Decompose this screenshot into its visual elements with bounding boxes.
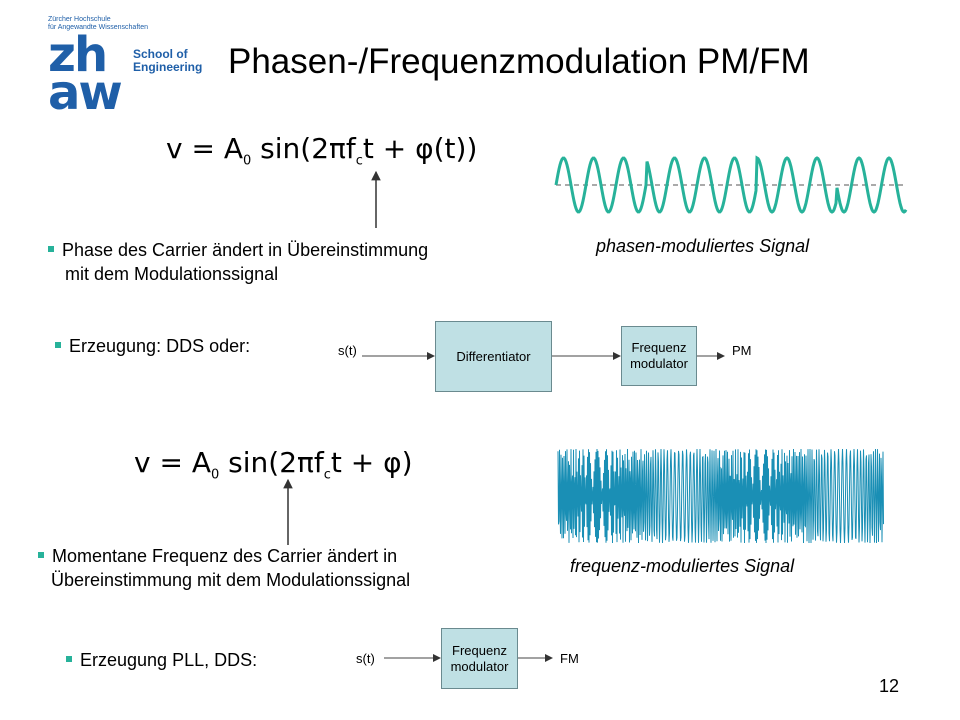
- pm-diagram-input: s(t): [338, 343, 357, 358]
- pm-formula-sub0: 0: [243, 153, 252, 169]
- page-title: Phasen-/Frequenzmodulation PM/FM: [228, 42, 810, 81]
- bullet-square-icon: [48, 246, 54, 253]
- logo-mark-bottom: aw: [48, 65, 123, 121]
- bullet-square-icon: [55, 342, 61, 349]
- fm-formula-rhs: t + φ): [330, 446, 413, 479]
- pm-bullet-line2: mit dem Modulationssignal: [65, 264, 279, 284]
- fm-formula-sub0: 0: [211, 467, 220, 483]
- differentiator-block: Differentiator: [435, 321, 552, 392]
- pm-bullet: Phase des Carrier ändert in Übereinstimm…: [48, 238, 428, 286]
- fm-generation-text: Erzeugung PLL, DDS:: [80, 650, 258, 670]
- pm-modulator-line1: Frequenz: [631, 340, 687, 355]
- logo-mark: zh aw: [48, 27, 123, 121]
- pm-frequency-modulator-block: Frequenz modulator: [621, 326, 697, 386]
- pm-diagram-output: PM: [732, 343, 752, 358]
- logo-institution-line2: für Angewandte Wissenschaften: [48, 24, 149, 31]
- page-number: 12: [879, 676, 900, 696]
- logo-institution-line1: Zürcher Hochschule: [48, 16, 111, 23]
- pm-formula-subc: c: [355, 153, 363, 169]
- fm-bullet-line2: Übereinstimmung mit dem Modulationssigna…: [51, 570, 411, 590]
- pm-formula-rhs: t + φ(t)): [362, 132, 478, 165]
- pm-formula-mid: sin(2πf: [251, 132, 356, 165]
- pm-signal-caption: phasen-moduliertes Signal: [596, 236, 810, 256]
- logo-institution: Zürcher Hochschule für Angewandte Wissen…: [48, 16, 148, 32]
- bullet-square-icon: [38, 552, 44, 559]
- pm-generation-text: Erzeugung: DDS oder:: [69, 336, 251, 356]
- fm-signal-wave: [557, 448, 884, 544]
- fm-formula-mid: sin(2πf: [219, 446, 324, 479]
- logo-school-line1: School of: [133, 47, 188, 61]
- logo-school: School of Engineering: [133, 48, 202, 74]
- fm-bullet: Momentane Frequenz des Carrier ändert in…: [38, 544, 410, 592]
- fm-diagram-input: s(t): [356, 651, 375, 666]
- fm-formula: v = A0 sin(2πfct + φ): [134, 446, 413, 483]
- fm-formula-subc: c: [323, 467, 331, 483]
- fm-signal-caption: frequenz-moduliertes Signal: [570, 556, 795, 576]
- fm-diagram-output: FM: [560, 651, 579, 666]
- pm-generation: Erzeugung: DDS oder:: [55, 334, 250, 358]
- fm-modulator-line1: Frequenz: [452, 642, 507, 658]
- fm-frequency-modulator-block: Frequenz modulator: [441, 628, 518, 689]
- pm-formula: v = A0 sin(2πfct + φ(t)): [166, 132, 477, 169]
- fm-formula-lhs: v = A: [134, 446, 211, 479]
- pm-formula-lhs: v = A: [166, 132, 243, 165]
- logo-school-line2: Engineering: [133, 60, 203, 74]
- logo-mark-top: zh: [48, 27, 108, 83]
- fm-modulator-line2: modulator: [450, 658, 509, 674]
- pm-modulator-line2: modulator: [630, 356, 688, 371]
- fm-bullet-line1: Momentane Frequenz des Carrier ändert in: [52, 546, 398, 566]
- pm-signal-wave: [554, 155, 908, 214]
- bullet-square-icon: [66, 656, 72, 663]
- pm-bullet-line1: Phase des Carrier ändert in Übereinstimm…: [62, 240, 429, 260]
- fm-generation: Erzeugung PLL, DDS:: [66, 648, 257, 672]
